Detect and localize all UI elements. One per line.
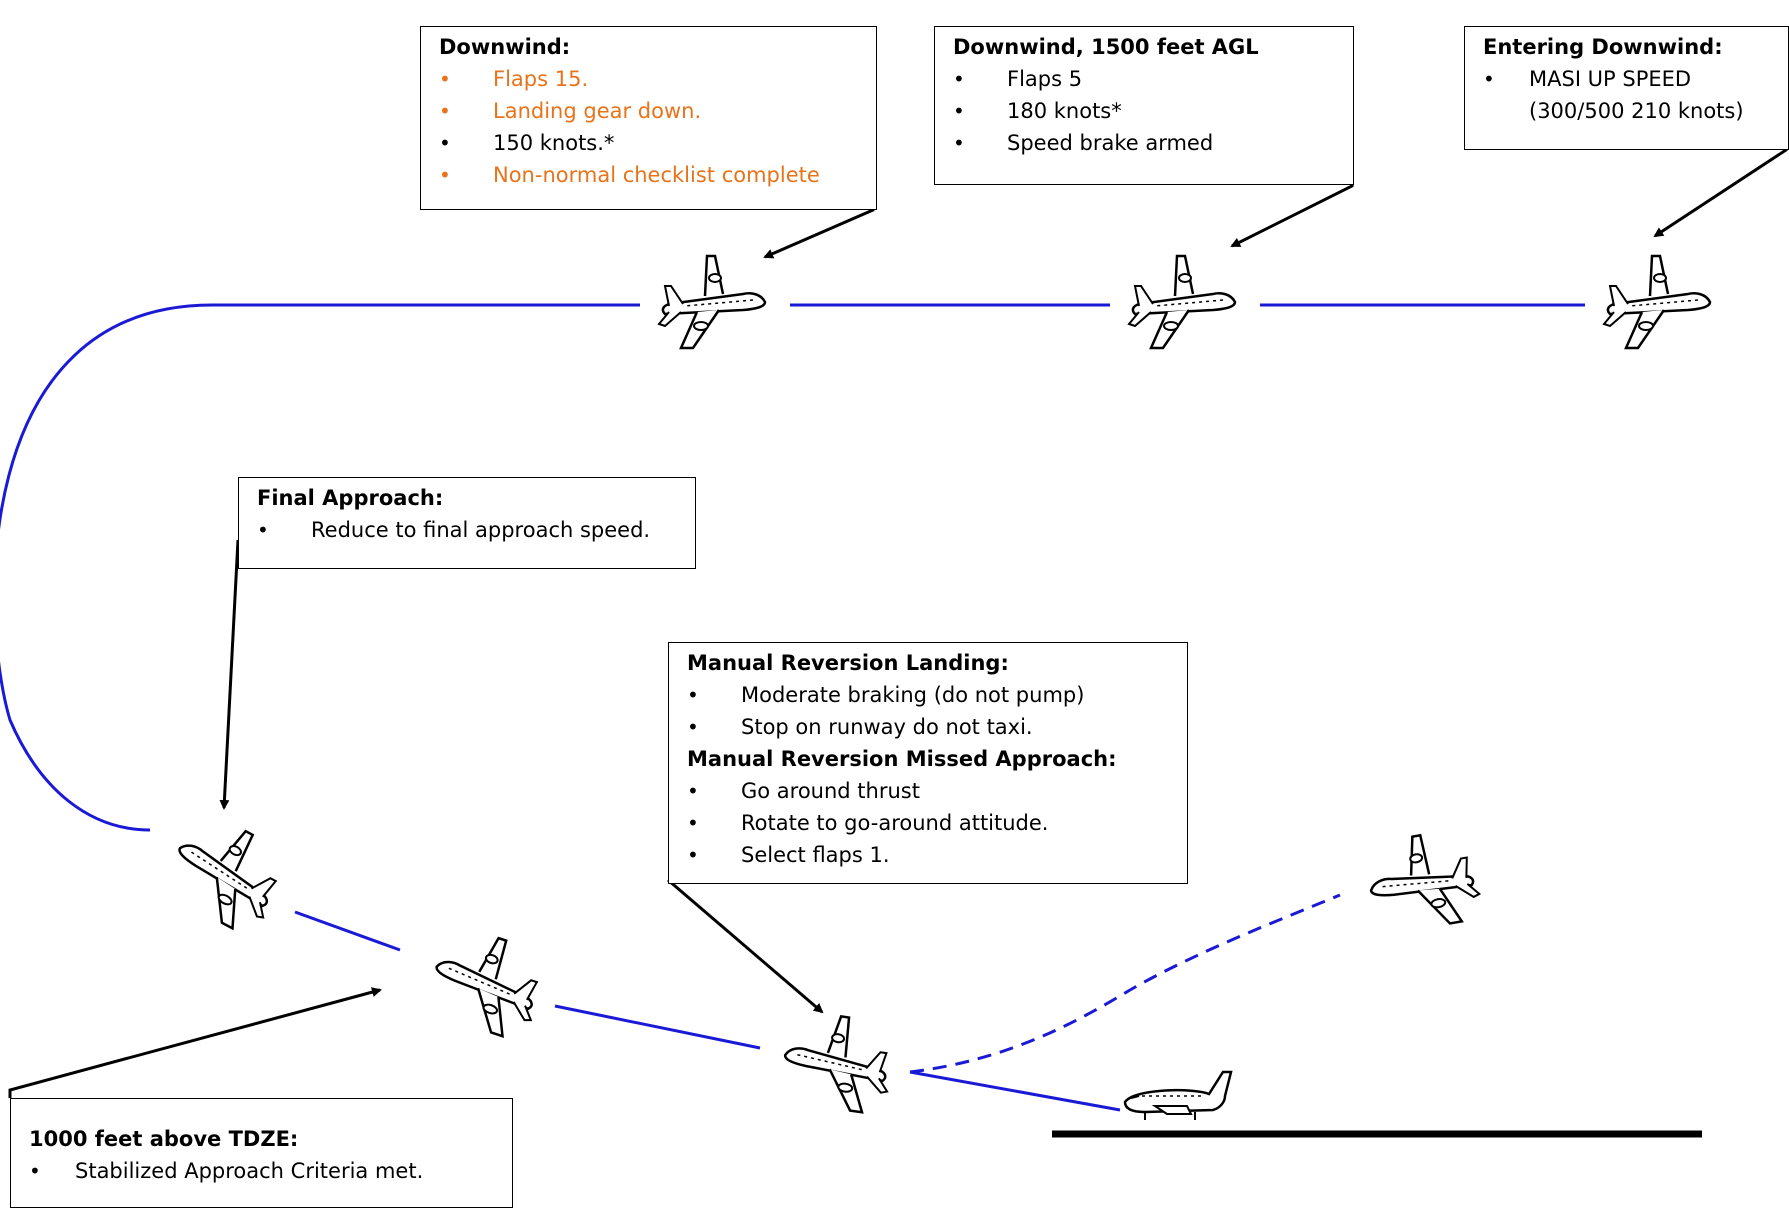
- list-item: Flaps 15.: [439, 63, 866, 95]
- callout-subtitle: Manual Reversion Missed Approach:: [687, 747, 1117, 771]
- callout-list: Reduce to final approach speed.: [257, 514, 685, 546]
- callout-title: 1000 feet above TDZE:: [29, 1127, 299, 1151]
- airplane-icon: [1123, 1070, 1233, 1122]
- callout-downwind-flaps-15: Downwind: Flaps 15. Landing gear down. 1…: [420, 26, 877, 210]
- list-item: Select flaps 1.: [687, 839, 1177, 871]
- list-item-continuation: (300/500 210 knots): [1529, 99, 1744, 123]
- airplane-icon: [1602, 254, 1712, 350]
- airplane-icon: [1361, 825, 1485, 938]
- callout-title: Downwind, 1500 feet AGL: [953, 35, 1259, 59]
- callout-list: Stabilized Approach Criteria met.: [29, 1155, 502, 1187]
- list-item: Reduce to final approach speed.: [257, 514, 685, 546]
- list-item: MASI UP SPEED: [1483, 63, 1778, 95]
- callout-title: Downwind:: [439, 35, 571, 59]
- list-item: Stabilized Approach Criteria met.: [29, 1155, 502, 1187]
- callout-list: Flaps 15. Landing gear down. 150 knots.*…: [439, 63, 866, 191]
- callout-list: Flaps 5 180 knots* Speed brake armed: [953, 63, 1343, 159]
- callout-downwind-1500-agl: Downwind, 1500 feet AGL Flaps 5 180 knot…: [934, 26, 1354, 185]
- list-item: Landing gear down.: [439, 95, 866, 127]
- callout-title: Manual Reversion Landing:: [687, 651, 1009, 675]
- list-item: Speed brake armed: [953, 127, 1343, 159]
- callout-list: Moderate braking (do not pump) Stop on r…: [687, 679, 1177, 743]
- airplane-icon: [657, 254, 767, 350]
- list-item: Go around thrust: [687, 775, 1177, 807]
- callout-final-approach: Final Approach: Reduce to final approach…: [238, 477, 696, 569]
- list-item: Rotate to go-around attitude.: [687, 807, 1177, 839]
- callout-1000-feet-tdze: 1000 feet above TDZE: Stabilized Approac…: [10, 1098, 513, 1208]
- airplane-icon: [777, 1008, 898, 1117]
- list-item: Stop on runway do not taxi.: [687, 711, 1177, 743]
- callout-title: Final Approach:: [257, 486, 444, 510]
- callout-arrows: [8, 148, 1788, 1098]
- callout-title: Entering Downwind:: [1483, 35, 1723, 59]
- callout-entering-downwind: Entering Downwind: MASI UP SPEED (300/50…: [1464, 26, 1789, 150]
- list-item: Moderate braking (do not pump): [687, 679, 1177, 711]
- list-item: Non-normal checklist complete: [439, 159, 866, 191]
- callout-manual-reversion: Manual Reversion Landing: Moderate braki…: [668, 642, 1188, 884]
- callout-list: MASI UP SPEED (300/500 210 knots): [1483, 63, 1778, 127]
- list-item: Flaps 5: [953, 63, 1343, 95]
- airplane-icon: [1127, 254, 1237, 350]
- list-item: 150 knots.*: [439, 127, 866, 159]
- list-item: 180 knots*: [953, 95, 1343, 127]
- airplane-icon: [421, 921, 554, 1045]
- callout-list: Go around thrust Rotate to go-around att…: [687, 775, 1177, 871]
- airplane-icon: [157, 806, 297, 940]
- flight-path: [0, 303, 1585, 1112]
- missed-approach-path: [909, 893, 1341, 1074]
